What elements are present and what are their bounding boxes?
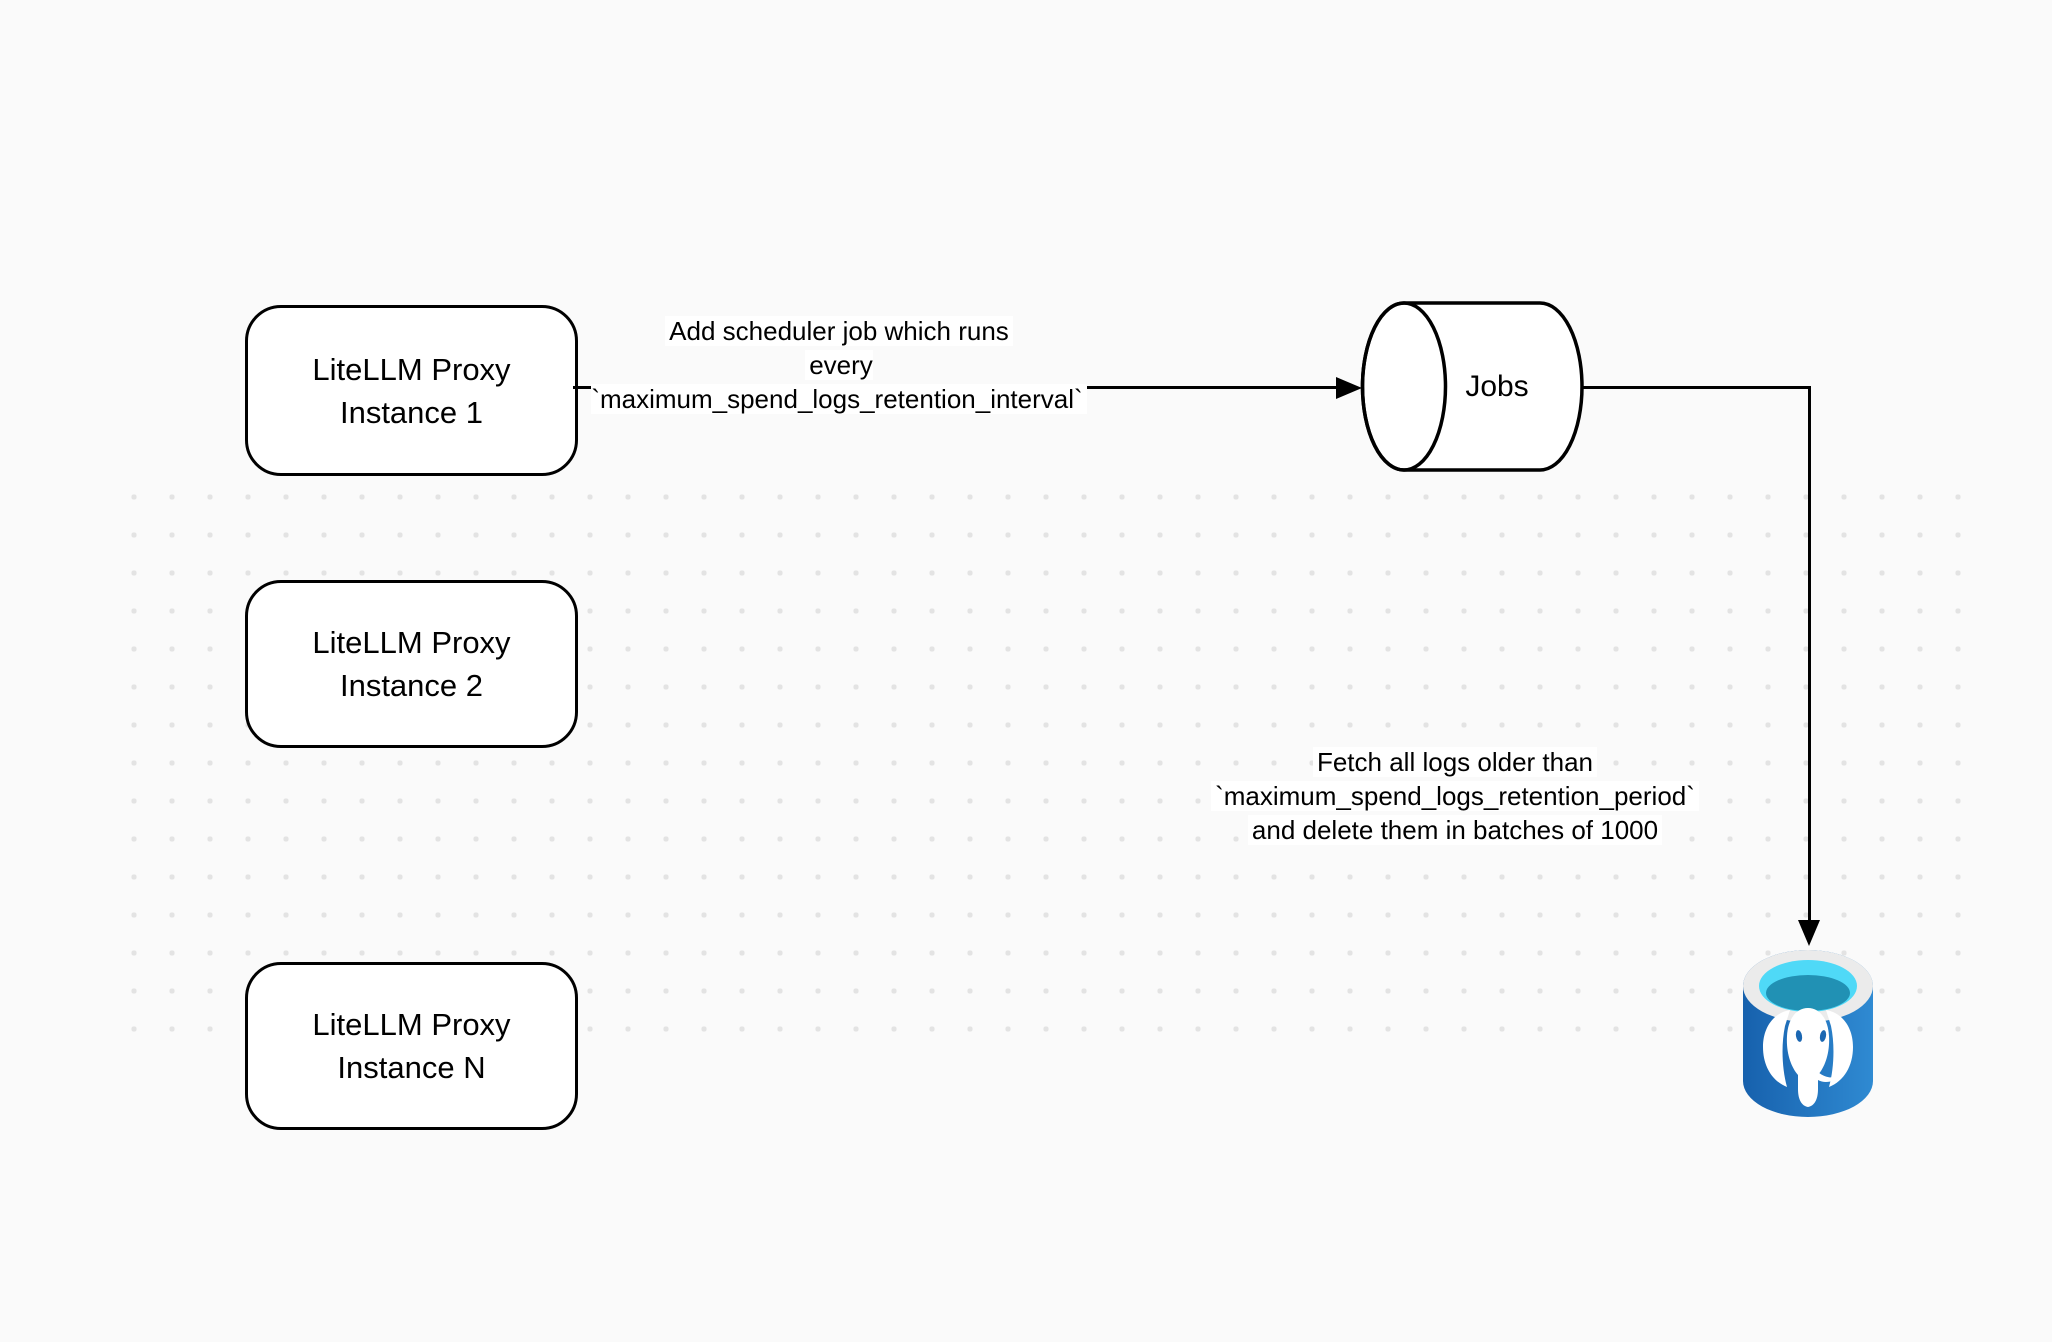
- proxy-instance-1-label-line2: Instance 1: [339, 394, 484, 430]
- scheduler-edge-label: Add scheduler job which runs every `maxi…: [589, 314, 1089, 416]
- proxy-instance-2-label-line1: LiteLLM Proxy: [312, 625, 511, 660]
- dot-grid-background: [115, 478, 1977, 1048]
- fetch-edge-label-line1: Fetch all logs older than: [1312, 747, 1598, 777]
- proxy-instance-2-node: LiteLLM Proxy Instance 2: [245, 580, 578, 748]
- fetch-edge-line-vertical: [1808, 386, 1811, 922]
- proxy-instance-n-label-line2: Instance N: [337, 1050, 486, 1085]
- proxy-instance-n-node: LiteLLM Proxy Instance N: [245, 962, 578, 1130]
- fetch-edge-line-horizontal: [1582, 386, 1811, 389]
- fetch-edge-label-line2: `maximum_spend_logs_retention_period`: [1211, 781, 1699, 811]
- scheduler-edge-label-line2: every `maximum_spend_logs_retention_inte…: [591, 350, 1087, 414]
- fetch-edge-label: Fetch all logs older than `maximum_spend…: [1205, 745, 1705, 847]
- proxy-instance-1-node: LiteLLM Proxy Instance 1: [245, 305, 578, 476]
- fetch-edge-arrowhead-icon: [1798, 920, 1820, 946]
- scheduler-edge-arrowhead-icon: [1336, 377, 1362, 399]
- fetch-edge-label-line3: and delete them in batches of 1000: [1247, 815, 1663, 845]
- postgresql-database-icon: [1743, 950, 1873, 1117]
- scheduler-edge-label-line1: Add scheduler job which runs: [665, 316, 1013, 346]
- proxy-instance-2-label-line2: Instance 2: [339, 668, 484, 703]
- jobs-node-label: Jobs: [1465, 370, 1529, 403]
- proxy-instance-n-label-line1: LiteLLM Proxy: [312, 1007, 511, 1042]
- jobs-cylinder-node: [1360, 301, 1584, 472]
- proxy-instance-1-label-line1: LiteLLM Proxy: [312, 351, 511, 387]
